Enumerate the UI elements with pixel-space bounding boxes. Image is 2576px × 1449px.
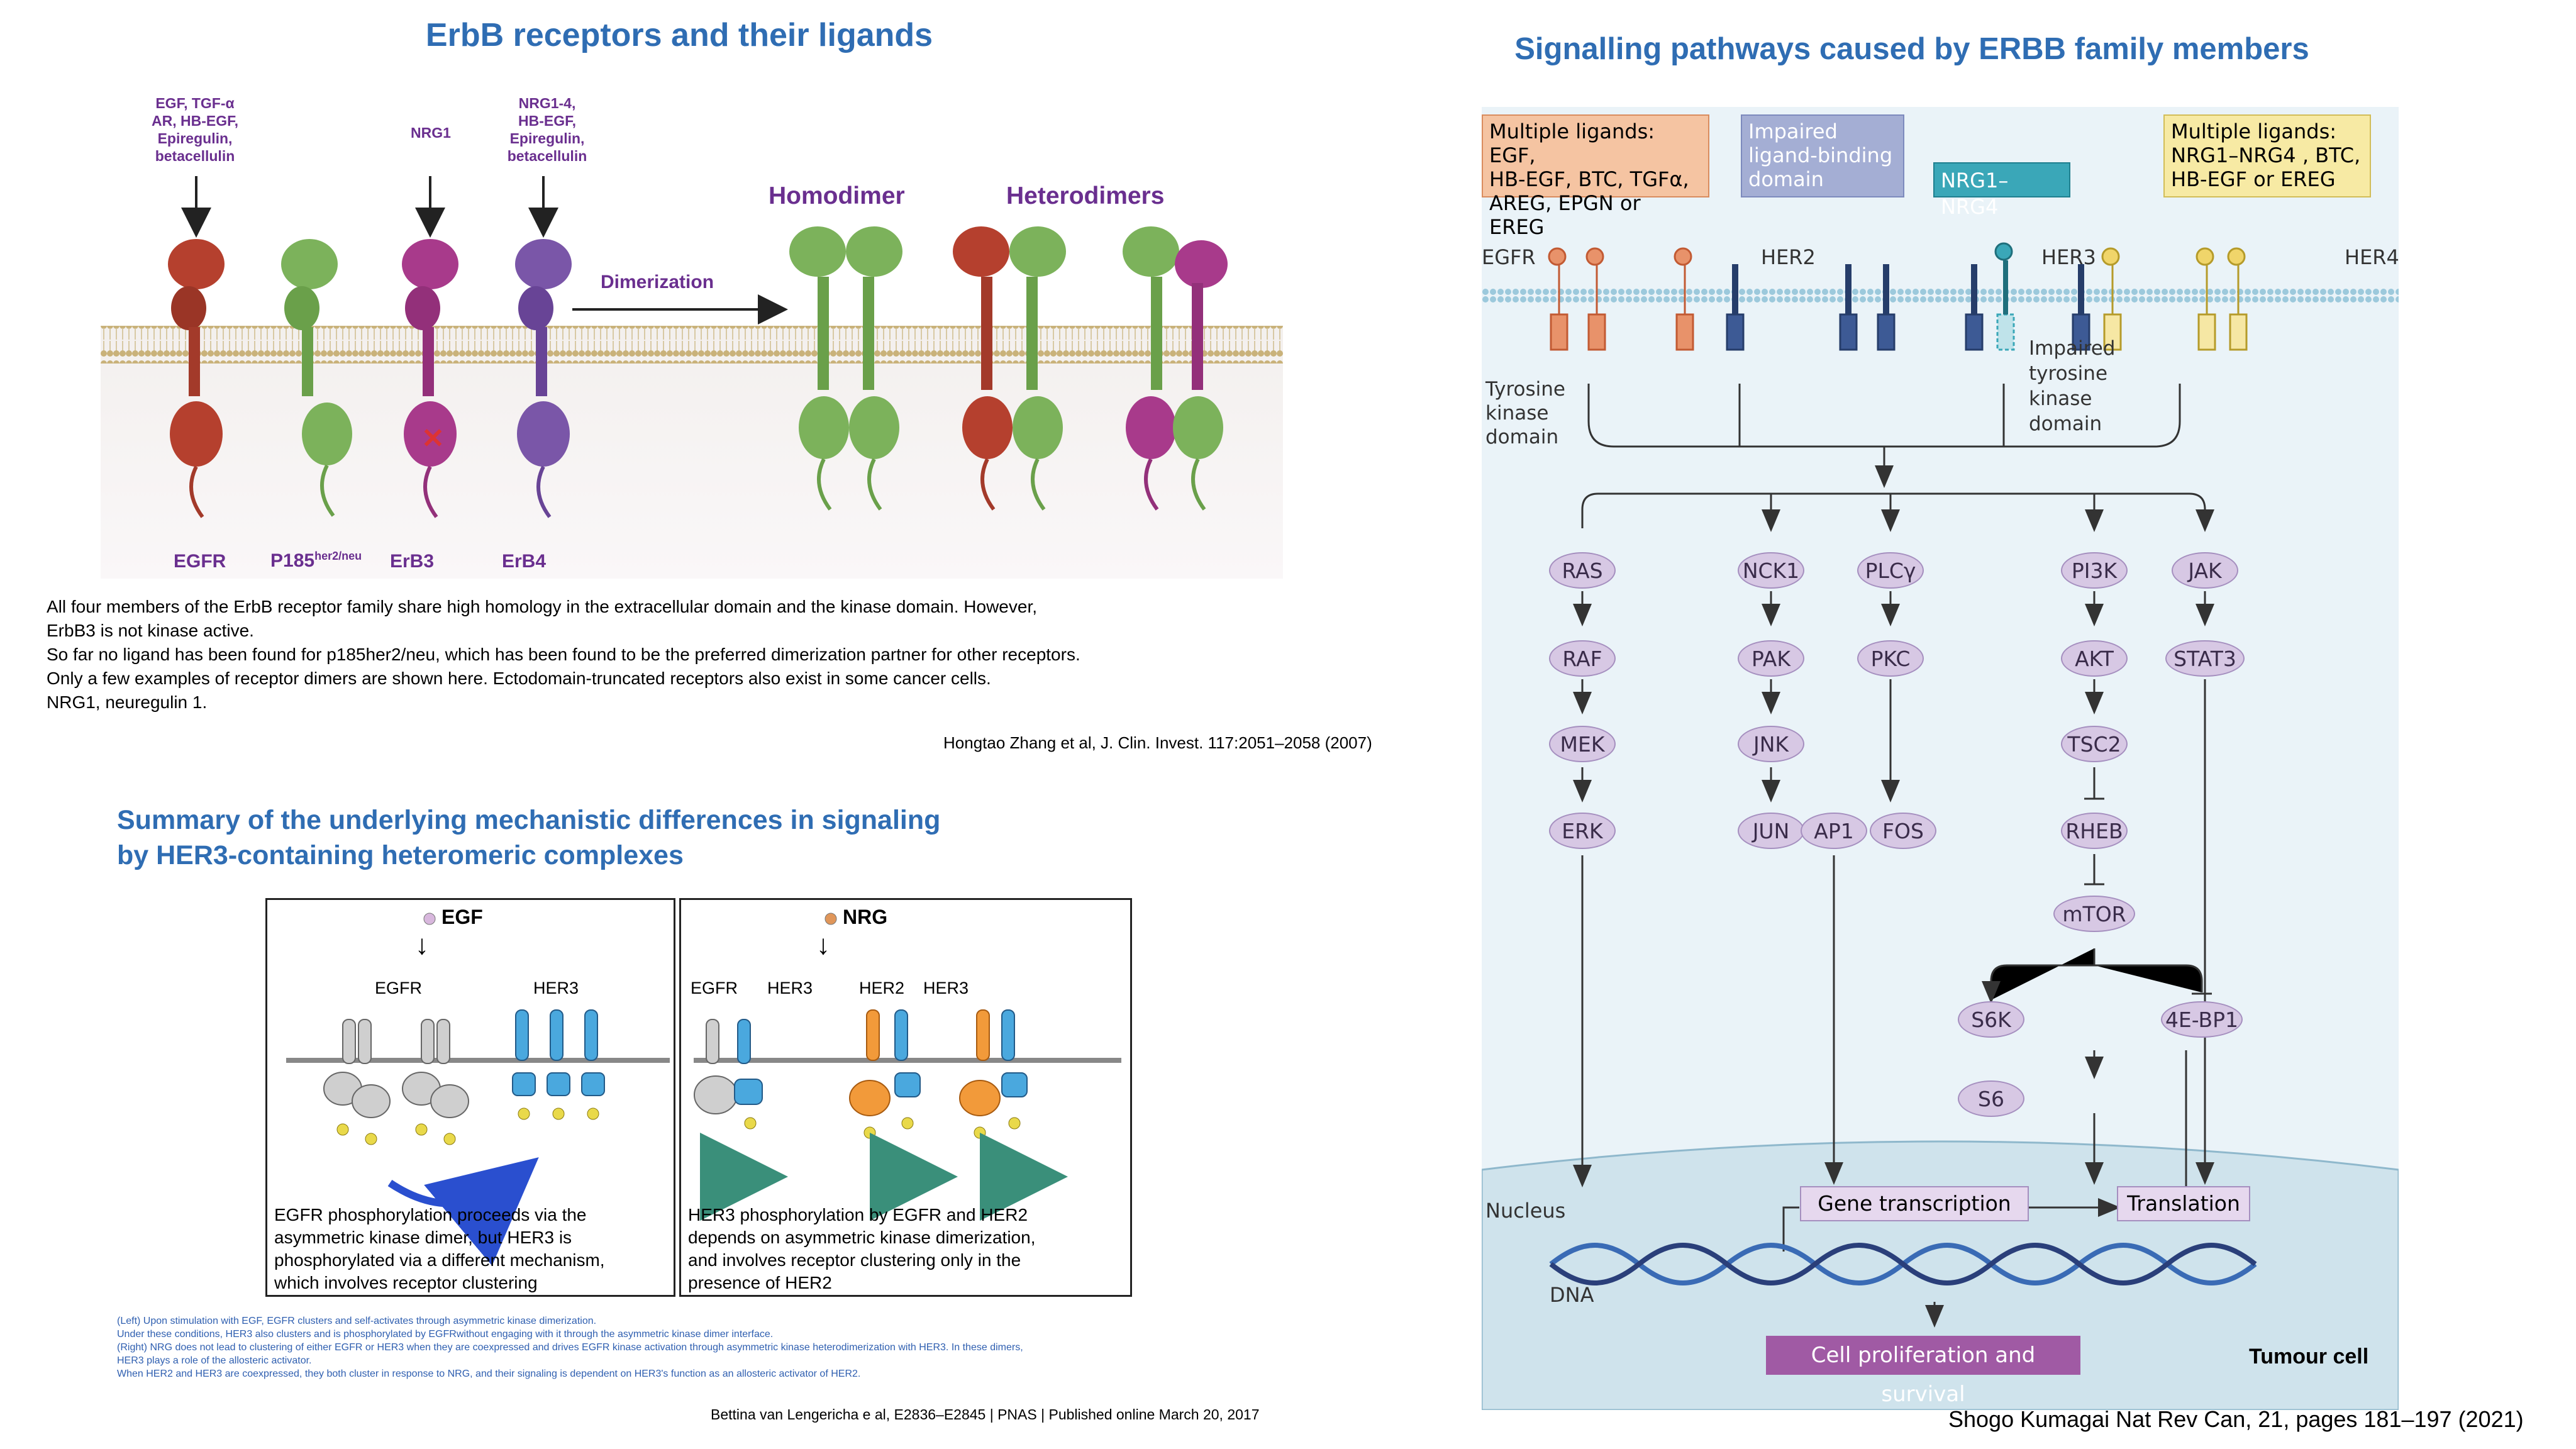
node-rheb: RHEB — [2061, 813, 2128, 849]
node-ap1: AP1 — [1801, 813, 1867, 849]
svg-text:↓: ↓ — [816, 930, 830, 960]
left-box-label-egfr: EGFR — [375, 979, 423, 997]
egfr-receptor-pair — [1548, 247, 1606, 351]
node-akt: AKT — [2061, 640, 2128, 677]
panel3-title: Signalling pathways caused by ERBB famil… — [1514, 32, 2309, 66]
erb4-receptor — [515, 239, 572, 518]
right-box-label-her2: HER2 — [859, 979, 905, 997]
node-pkc: PKC — [1857, 640, 1924, 677]
node-ras: RAS — [1549, 552, 1616, 589]
dna-helix — [1549, 1243, 2257, 1285]
heterodimers-label: Heterodimers — [1006, 182, 1165, 209]
translation-box: Translation — [2117, 1186, 2250, 1221]
left-box-label-her3: HER3 — [533, 979, 579, 997]
receptor-label-p185: P185her2/neu — [270, 550, 362, 571]
p3-label-her4: HER4 — [2345, 245, 2399, 269]
node-pak: PAK — [1738, 640, 1804, 677]
left-mechanism-box: ↓ — [265, 898, 675, 1297]
right-mechanism-box: ↓ — [679, 898, 1132, 1297]
panel2-title: Summary of the underlying mechanistic di… — [117, 805, 941, 870]
right-box-label-her3: HER3 — [767, 979, 813, 997]
erb4-ligands-label: NRG1-4,HB-EGF, Epiregulin,betacellulin — [507, 95, 587, 164]
panel2-notes: (Left) Upon stimulation with EGF, EGFR c… — [117, 1316, 1023, 1379]
node-fos: FOS — [1870, 813, 1936, 849]
dimerization-label: Dimerization — [601, 272, 714, 292]
node-erk: ERK — [1549, 813, 1616, 849]
node-nck1: NCK1 — [1738, 552, 1804, 589]
erb3-receptor: ✕ — [402, 239, 458, 518]
her4-ligands-box: Multiple ligands:NRG1–NRG4 , BTC,HB-EGF … — [2163, 114, 2371, 197]
panel1-citation: Hongtao Zhang et al, J. Clin. Invest. 11… — [943, 733, 1372, 752]
right-box-ligand: NRG — [843, 906, 888, 928]
p3-label-her2: HER2 — [1761, 245, 1816, 269]
receptor-label-egfr: EGFR — [174, 551, 226, 572]
right-box-label-her3-b: HER3 — [923, 979, 969, 997]
egfr-her2-pair — [1674, 247, 1745, 351]
p185-receptor — [281, 239, 352, 517]
homodimer-receptors — [789, 226, 902, 511]
outcome-box: Cell proliferation and survival — [1766, 1336, 2080, 1407]
her2-her2-pair — [1839, 264, 1896, 351]
svg-text:↓: ↓ — [415, 930, 429, 960]
panel1-caption: All four members of the ErbB receptor fa… — [47, 597, 1080, 712]
egfr-ligands-box: Multiple ligands: EGF,HB-EGF, BTC, TGFα,… — [1482, 114, 1709, 239]
node-tsc2: TSC2 — [2061, 726, 2128, 762]
nucleus-label: Nucleus — [1485, 1199, 1566, 1223]
heterodimer-erb3-her2 — [1123, 226, 1228, 511]
receptor-label-erb3: ErB3 — [390, 551, 435, 572]
her2-her4-pair — [2072, 247, 2122, 351]
gene-transcription-box: Gene transcription — [1800, 1186, 2029, 1221]
node-4ebp1: 4E-BP1 — [2161, 1001, 2243, 1038]
heterodimer-egfr-her2 — [953, 226, 1066, 511]
panel3-citation: Shogo Kumagai Nat Rev Can, 21, pages 181… — [1948, 1406, 2524, 1432]
right-mechanism-diagram: ↓ — [694, 913, 1121, 1221]
node-jak: JAK — [2172, 552, 2238, 589]
node-s6: S6 — [1958, 1080, 2024, 1117]
her3-ligand-box: NRG1–NRG4 — [1933, 162, 2070, 219]
tumour-cell-label: Tumour cell — [2249, 1345, 2369, 1368]
node-s6k: S6K — [1958, 1001, 2024, 1038]
membrane-illustration — [101, 326, 1283, 579]
right-box-label-egfr: EGFR — [691, 979, 738, 997]
left-mechanism-diagram: ↓ — [286, 913, 670, 1266]
node-jun: JUN — [1738, 813, 1804, 849]
her4-her4-pair — [2196, 247, 2248, 351]
receptor-label-erb4: ErB4 — [502, 551, 547, 572]
node-plcg: PLCγ — [1857, 552, 1924, 589]
erb3-ligand-label: NRG1 — [411, 125, 451, 141]
node-raf: RAF — [1549, 640, 1616, 677]
p3-label-egfr: EGFR — [1482, 245, 1536, 269]
egfr-receptor — [168, 239, 225, 518]
node-mtor: mTOR — [2053, 896, 2135, 932]
panel1-title: ErbB receptors and their ligands — [425, 17, 933, 53]
receptor-drawings: ✕ — [168, 176, 1228, 518]
dna-label: DNA — [1550, 1283, 1594, 1307]
node-jnk: JNK — [1738, 726, 1804, 762]
panel2-citation: Bettina van Lengericha e al, E2836–E2845… — [711, 1406, 1260, 1423]
node-pi3k: PI3K — [2061, 552, 2128, 589]
her2-her3-pair — [1965, 242, 2015, 351]
p3-label-her3: HER3 — [2041, 245, 2096, 269]
left-box-ligand: EGF — [441, 906, 483, 928]
homodimer-label: Homodimer — [769, 182, 905, 209]
node-mek: MEK — [1549, 726, 1616, 762]
node-stat3: STAT3 — [2165, 640, 2245, 677]
svg-text:✕: ✕ — [421, 423, 445, 454]
